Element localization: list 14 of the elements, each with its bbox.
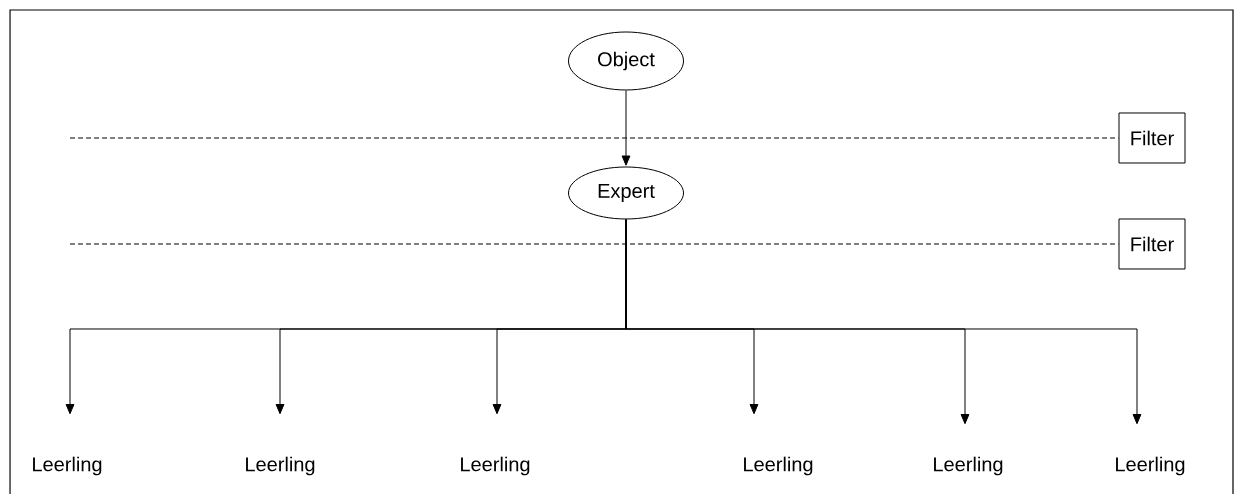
node-label: Leerling <box>461 456 530 476</box>
dashed-line <box>69 137 1119 139</box>
ellipse-node: Object <box>568 31 684 91</box>
arrow <box>625 219 1142 425</box>
ellipse-node: Expert <box>568 166 684 220</box>
arrow <box>621 90 631 166</box>
node-label: Leerling <box>246 456 315 476</box>
filter-box: Filter <box>1118 218 1186 270</box>
node-label: Leerling <box>744 456 813 476</box>
filter-box: Filter <box>1118 112 1186 164</box>
dashed-line <box>69 243 1119 245</box>
node-label: Leerling <box>934 456 1003 476</box>
node-label: Leerling <box>33 456 102 476</box>
node-label: Leerling <box>1116 456 1185 476</box>
